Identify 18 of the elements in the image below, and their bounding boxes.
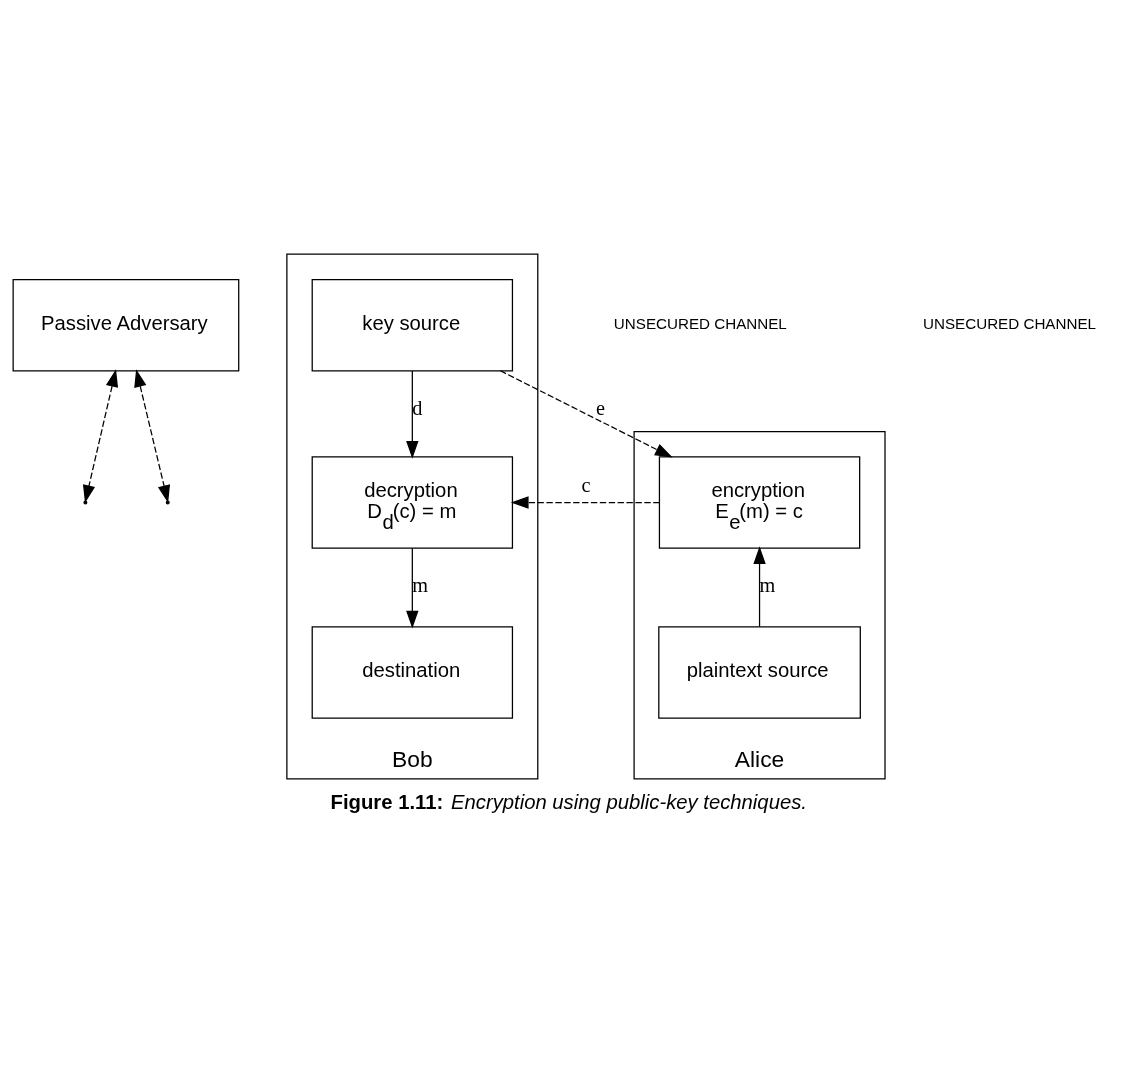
node-box: destination (311, 626, 514, 719)
edge-label: c (581, 474, 591, 497)
node-box: key source (311, 278, 514, 372)
arrow (134, 369, 171, 503)
arrow (499, 370, 673, 458)
label: UNSECURED CHANNEL (923, 315, 1097, 333)
edge-label: m (759, 574, 776, 597)
node-box: Passive Adversary (12, 278, 240, 372)
arrow (753, 546, 766, 628)
arrow (82, 369, 119, 503)
arrow (406, 547, 419, 629)
node-box: plaintext source (658, 626, 861, 719)
edge-label: e (596, 396, 606, 419)
arrow (510, 496, 660, 509)
arrow (406, 370, 419, 459)
label: UNSECURED CHANNEL (613, 315, 787, 333)
edge-label: d (412, 396, 423, 419)
caption: Figure 1.11: Encryption using public-key techniques. (330, 791, 807, 814)
